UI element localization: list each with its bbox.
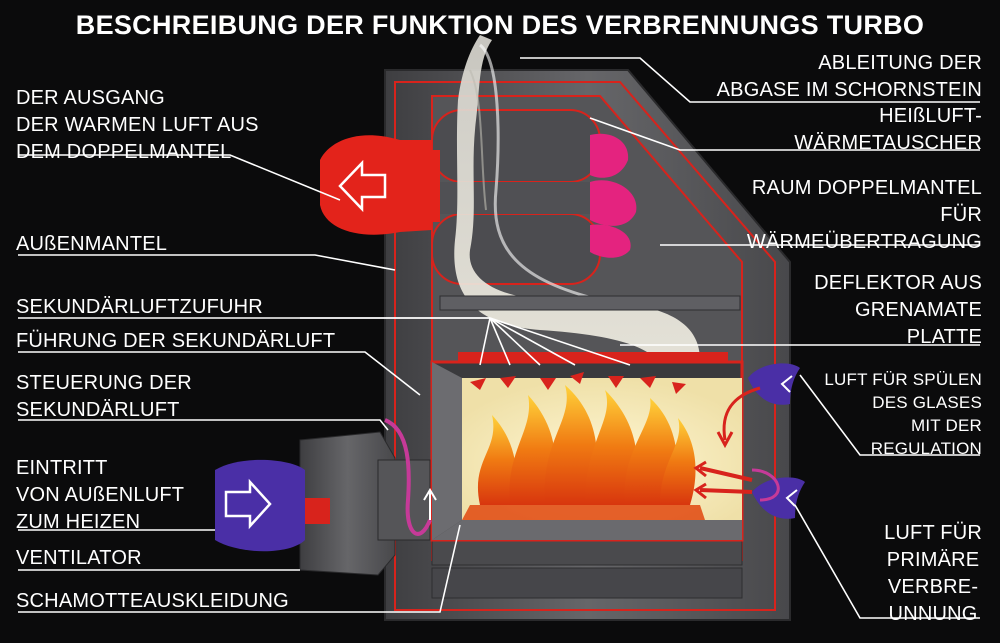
flames	[462, 385, 705, 520]
label-line: VERBRE-	[887, 576, 979, 598]
secondary-air-tube	[384, 418, 432, 536]
label-line: RAUM DOPPELMANTEL	[751, 177, 982, 199]
label-outer-shell: AUßENMANTEL	[16, 233, 168, 255]
label-double-jacket: RAUM DOPPELMANTEL FÜR WÄRMEÜBERTRAGUNG	[747, 175, 982, 256]
label-line: ZUM HEIZEN	[16, 511, 141, 533]
label-fireclay-lining: SCHAMOTTEAUSKLEIDUNG	[16, 590, 289, 612]
label-line: WÄRMEÜBERTRAGUNG	[746, 231, 982, 253]
label-fan: VENTILATOR	[16, 547, 142, 569]
label-line: MIT DER	[911, 416, 982, 435]
label-line: STEUERUNG DER	[16, 372, 192, 394]
label-line: ABLEITUNG DER	[818, 52, 982, 74]
heat-plumes	[590, 133, 637, 258]
label-secondary-air-supply: SEKUNDÄRLUFTZUFUHR	[16, 296, 263, 318]
ventilator	[215, 431, 431, 576]
label-line: WÄRMETAUSCHER	[794, 132, 982, 154]
label-flue-gas: ABLEITUNG DER ABGASE IM SCHORNSTEIN	[717, 50, 982, 104]
label-line: EINTRITT	[16, 457, 108, 479]
label-line: FÜR	[940, 204, 982, 226]
label-outside-air-inlet: EINTRITT VON AUßENLUFT ZUM HEIZEN	[16, 455, 184, 536]
label-line: VON AUßENLUFT	[16, 484, 185, 506]
label-primary-combustion-air: LUFT FÜR PRIMÄRE VERBRE- UNNUNG	[884, 520, 982, 628]
warm-air-outlet-arrow	[320, 135, 440, 235]
label-line: PLATTE	[906, 326, 982, 348]
label-line: UNNUNG	[888, 603, 978, 625]
label-warm-air-outlet: DER AUSGANG DER WARMEN LUFT AUS DEM DOPP…	[16, 85, 259, 166]
label-line: LUFT FÜR	[884, 522, 982, 544]
label-line: REGULATION	[870, 439, 982, 458]
primary-air-inlet	[693, 460, 805, 519]
diagram-title: BESCHREIBUNG DER FUNKTION DES VERBRENNUN…	[75, 10, 925, 40]
label-line: LUFT FÜR SPÜLEN	[824, 370, 982, 389]
deflector-plate	[458, 352, 728, 362]
label-line: DER WARMEN LUFT AUS	[16, 114, 259, 136]
label-secondary-air-guide: FÜHRUNG DER SEKUNDÄRLUFT	[16, 330, 336, 352]
label-line: DES GLASES	[872, 393, 982, 412]
label-line: DEFLEKTOR AUS	[814, 272, 982, 294]
label-heat-exchanger: HEIßLUFT- WÄRMETAUSCHER	[794, 103, 982, 157]
leader-lines	[18, 57, 980, 619]
secondary-air-arrows	[470, 372, 686, 394]
label-secondary-air-control: STEUERUNG DER SEKUNDÄRLUFT	[16, 370, 192, 424]
label-line: HEIßLUFT-	[879, 105, 982, 127]
label-line: DER AUSGANG	[16, 87, 165, 109]
label-deflector: DEFLEKTOR AUS GRENAMATE PLATTE	[814, 270, 982, 351]
label-glass-rinse-air: LUFT FÜR SPÜLEN DES GLASES MIT DER REGUL…	[824, 368, 982, 460]
label-line: ABGASE IM SCHORNSTEIN	[716, 79, 982, 101]
label-line: DEM DOPPELMANTEL	[16, 141, 232, 163]
label-line: PRIMÄRE	[886, 549, 980, 571]
glass-rinse-air-inlet	[716, 363, 800, 449]
label-line: SEKUNDÄRLUFT	[16, 399, 180, 421]
label-line: GRENAMATE	[855, 299, 982, 321]
